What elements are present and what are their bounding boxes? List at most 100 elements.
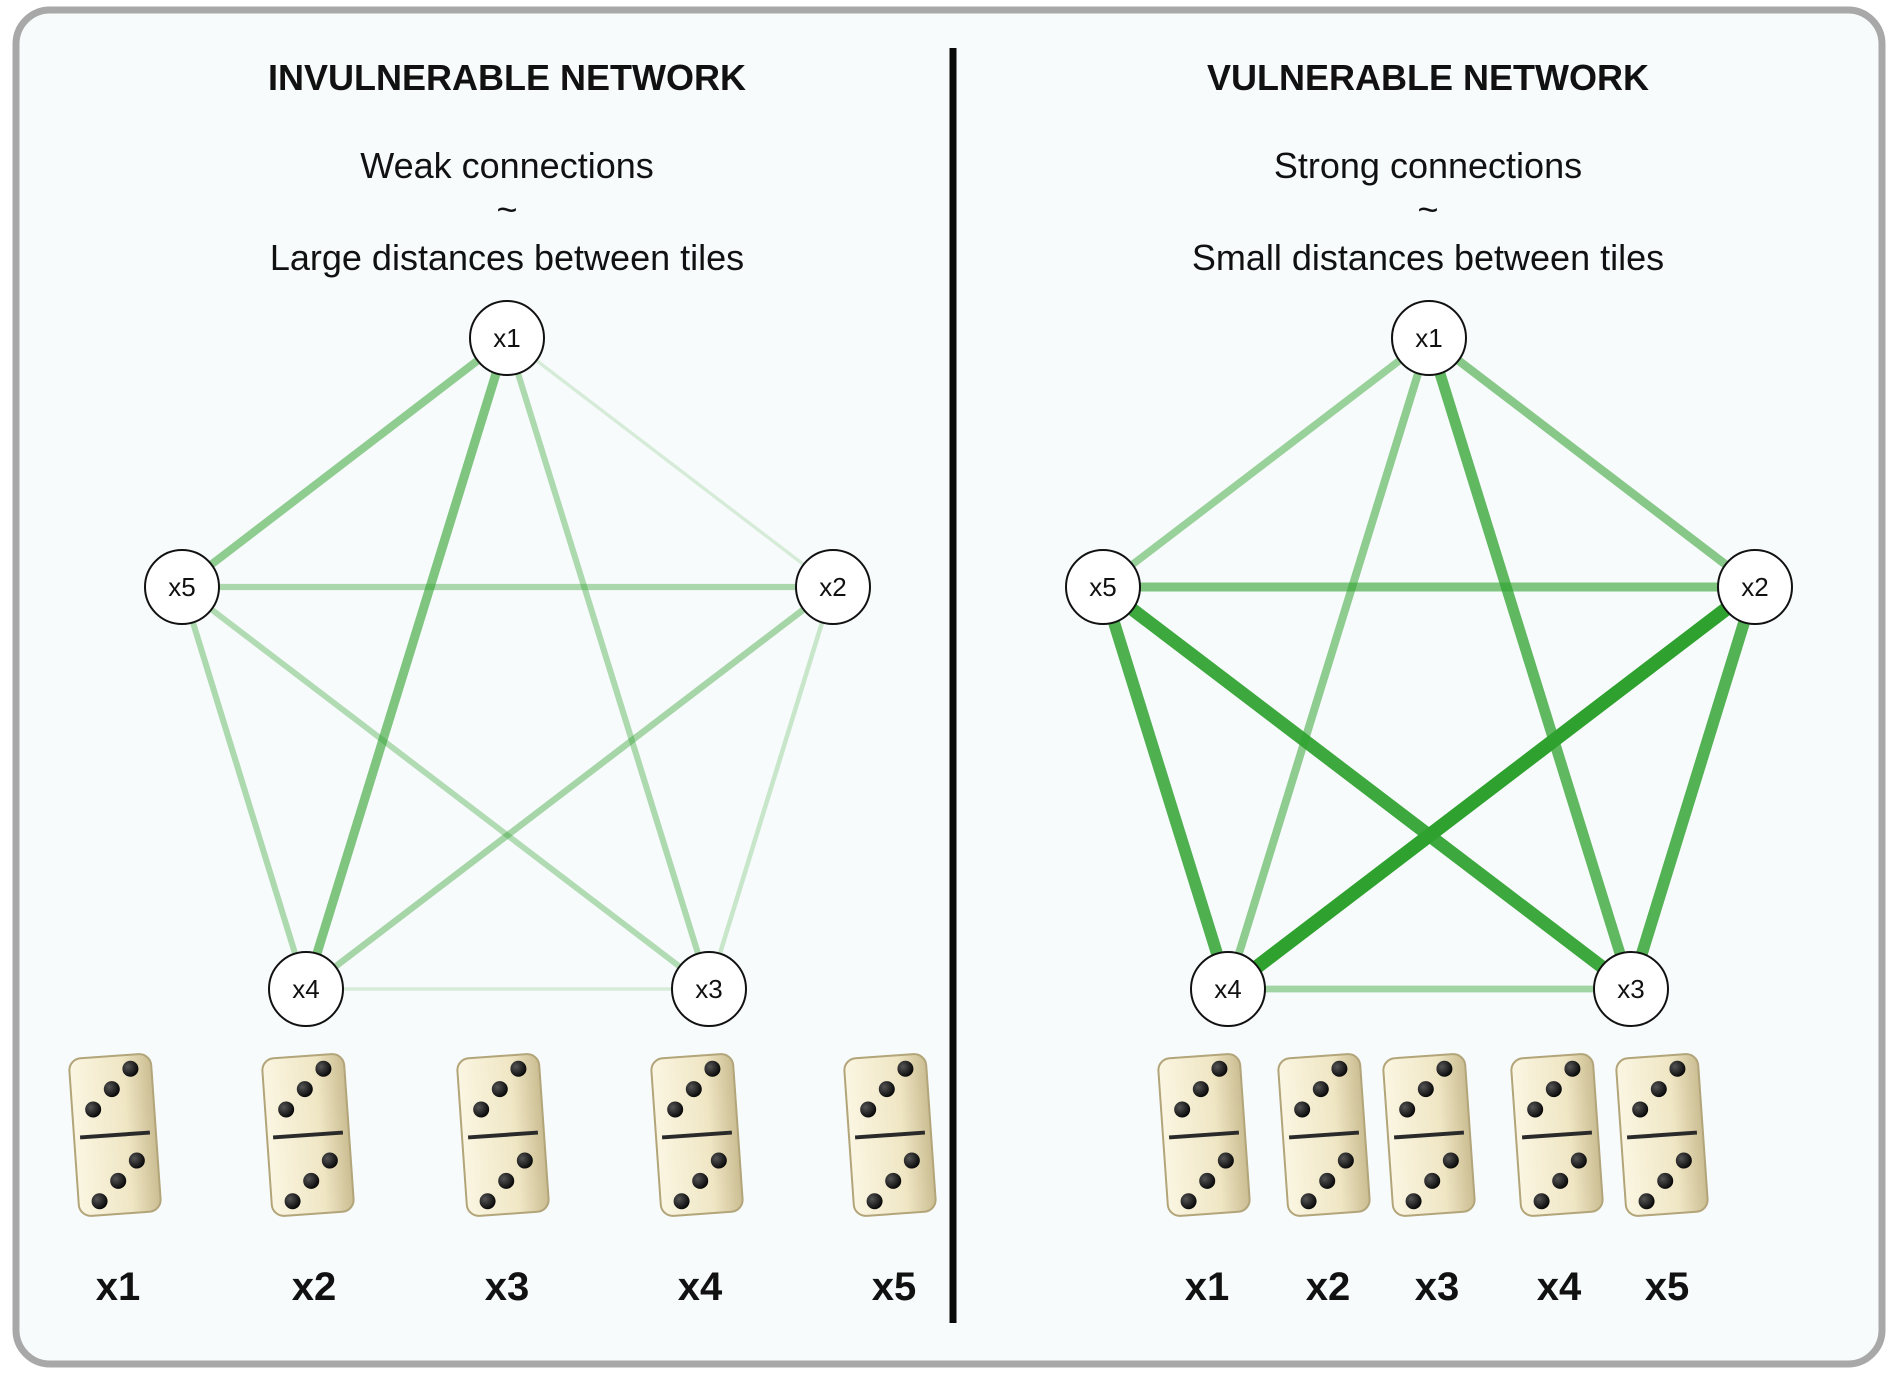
domino-pip: [1217, 1152, 1234, 1169]
domino-pip: [1527, 1101, 1544, 1118]
node-label: x4: [292, 974, 319, 1004]
domino-pip: [1319, 1172, 1336, 1189]
domino-divider: [1393, 1130, 1465, 1140]
edge-x4-x5: [178, 583, 310, 993]
node-label: x3: [1617, 974, 1644, 1004]
network-edges: [178, 333, 837, 994]
domino-pip: [321, 1152, 338, 1169]
node-x2: x2: [795, 549, 871, 625]
edge-x4-x5: [1097, 581, 1234, 995]
domino-pip: [1669, 1060, 1686, 1077]
domino-divider: [272, 1130, 344, 1140]
domino-pip: [897, 1060, 914, 1077]
domino-pip: [878, 1081, 895, 1098]
domino-pip: [1638, 1193, 1655, 1210]
domino-pip: [1405, 1193, 1422, 1210]
edge-x1-x2: [505, 336, 835, 589]
tile-label: x5: [1645, 1265, 1690, 1309]
node-x2: x2: [1717, 549, 1793, 625]
domino-pip: [1174, 1101, 1191, 1118]
domino-pip: [473, 1101, 490, 1118]
domino-pip: [516, 1152, 533, 1169]
domino-tile: [650, 1053, 744, 1217]
edge-x3-x5: [179, 584, 712, 992]
domino-pip: [710, 1152, 727, 1169]
domino-pip: [1211, 1060, 1228, 1077]
domino-pip: [1442, 1152, 1459, 1169]
domino-divider: [1521, 1130, 1593, 1140]
domino-tile: [261, 1053, 355, 1217]
domino-pip: [860, 1101, 877, 1118]
domino-pip: [498, 1172, 515, 1189]
domino-tile: [68, 1053, 162, 1217]
tile-label: x5: [872, 1265, 917, 1309]
node-label: x5: [1089, 572, 1116, 602]
domino-divider: [854, 1130, 926, 1140]
edge-x1-x5: [1099, 334, 1433, 591]
node-x1: x1: [1391, 300, 1467, 376]
node-x3: x3: [671, 951, 747, 1027]
domino-pip: [122, 1060, 139, 1077]
domino-pip: [284, 1193, 301, 1210]
domino-pip: [1632, 1101, 1649, 1118]
domino-tile: [843, 1053, 937, 1217]
domino-pip: [692, 1172, 709, 1189]
node-x3: x3: [1593, 951, 1669, 1027]
domino-pip: [1192, 1081, 1209, 1098]
edge-x1-x4: [1224, 334, 1433, 993]
tile-label: x2: [292, 1265, 337, 1309]
node-x4: x4: [1190, 951, 1266, 1027]
node-label: x5: [168, 572, 195, 602]
tile-label: x2: [1306, 1265, 1351, 1309]
caption-line-1: Weak connections: [360, 145, 654, 186]
domino-tile: [1615, 1053, 1709, 1217]
tile-label: x1: [96, 1265, 141, 1309]
domino-pip: [491, 1081, 508, 1098]
panel-vulnerable: VULNERABLE NETWORK Strong connections ~ …: [1065, 57, 1793, 1309]
edge-x1-x3: [1423, 332, 1637, 995]
node-label: x4: [1214, 974, 1241, 1004]
tile-label: x4: [1537, 1265, 1582, 1309]
domino-pip: [1300, 1193, 1317, 1210]
tile-label: x3: [1415, 1265, 1460, 1309]
panel-title: INVULNERABLE NETWORK: [268, 57, 746, 98]
domino-pip: [1545, 1081, 1562, 1098]
tile-label: x3: [485, 1265, 530, 1309]
node-label: x2: [1741, 572, 1768, 602]
domino-pip: [479, 1193, 496, 1210]
domino-pip: [1570, 1152, 1587, 1169]
domino-tile: [1510, 1053, 1604, 1217]
edge-x1-x3: [503, 334, 713, 993]
panel-invulnerable: INVULNERABLE NETWORK Weak connections ~ …: [68, 57, 937, 1309]
domino-pip: [103, 1081, 120, 1098]
node-label: x2: [819, 572, 846, 602]
domino-pip: [1180, 1193, 1197, 1210]
domino-tile: [456, 1053, 550, 1217]
edge-x3-x5: [1096, 580, 1638, 996]
domino-pip: [1417, 1081, 1434, 1098]
domino-divider: [1168, 1130, 1240, 1140]
node-label: x1: [1415, 323, 1442, 353]
caption-line-1: Strong connections: [1274, 145, 1582, 186]
domino-pip: [510, 1060, 527, 1077]
domino-pip: [885, 1172, 902, 1189]
domino-pip: [278, 1101, 295, 1118]
domino-divider: [467, 1130, 539, 1140]
caption-tilde: ~: [496, 189, 517, 230]
domino-pip: [303, 1172, 320, 1189]
domino-pip: [685, 1081, 702, 1098]
domino-pip: [91, 1193, 108, 1210]
node-x4: x4: [268, 951, 344, 1027]
domino-pip: [1199, 1172, 1216, 1189]
edge-x2-x4: [1221, 580, 1762, 996]
domino-pip: [1552, 1172, 1569, 1189]
edge-x1-x4: [301, 333, 512, 994]
tile-label: x4: [678, 1265, 723, 1309]
edge-x1-x2: [1424, 333, 1760, 592]
caption-line-2: Small distances between tiles: [1192, 237, 1664, 278]
domino-pip: [1533, 1193, 1550, 1210]
domino-pip: [1312, 1081, 1329, 1098]
edge-x2-x4: [302, 583, 837, 993]
domino-row: [1157, 1053, 1709, 1217]
domino-pip: [128, 1152, 145, 1169]
